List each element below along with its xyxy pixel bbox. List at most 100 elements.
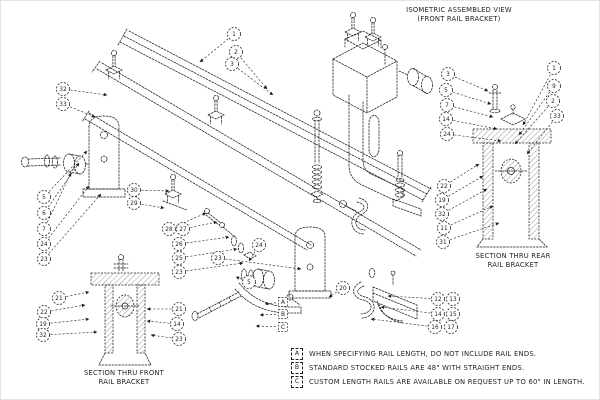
isometric-assembled-view (332, 12, 433, 217)
svg-text:21: 21 (175, 307, 183, 313)
note-b-flag: B (291, 362, 303, 374)
svg-text:2: 2 (234, 50, 238, 56)
svg-text:14: 14 (173, 322, 181, 328)
callout-19: 19 (435, 175, 484, 207)
svg-text:31: 31 (439, 240, 447, 246)
callout-17: 17 (444, 320, 458, 334)
svg-text:19: 19 (438, 198, 446, 204)
svg-text:14: 14 (442, 117, 450, 123)
note-a-text: WHEN SPECIFYING RAIL LENGTH, DO NOT INCL… (309, 350, 537, 358)
rear-bolt-spring (395, 150, 405, 198)
svg-text:32: 32 (59, 87, 67, 93)
svg-text:26: 26 (175, 242, 183, 248)
note-b: B STANDARD STOCKED RAILS ARE 48" WITH ST… (291, 362, 524, 374)
callout-32: 32 (56, 82, 108, 97)
svg-text:33: 33 (553, 114, 561, 120)
front-bracket-plate (82, 115, 126, 198)
svg-text:24: 24 (443, 132, 451, 138)
rail-clamp-mid (207, 95, 225, 125)
callout-30: 30 (127, 183, 170, 197)
callout-24: 24 (440, 127, 502, 143)
svg-text:22: 22 (440, 184, 448, 190)
callout-29: 29 (127, 196, 165, 210)
callout-22: 22 (37, 303, 86, 319)
svg-text:6: 6 (42, 211, 46, 217)
svg-text:25: 25 (175, 256, 183, 262)
callout-14: 14 (439, 112, 498, 131)
rail-clamp-left (105, 50, 123, 80)
note-c-flag: C (291, 376, 303, 388)
callout-1: 1 (522, 61, 561, 126)
svg-text:21: 21 (55, 296, 63, 302)
callout-3: 3 (441, 67, 489, 92)
svg-text:7: 7 (42, 227, 46, 233)
callout-7: 7 (440, 98, 494, 118)
mid-bolt-cluster (204, 208, 257, 260)
svg-text:11: 11 (440, 226, 448, 232)
callout-33: 33 (56, 97, 96, 118)
svg-text:23: 23 (40, 257, 48, 263)
callout-2: 2 (229, 45, 268, 90)
front-section-label-line1: SECTION THRU FRONT (83, 369, 165, 377)
svg-text:7: 7 (445, 103, 449, 109)
svg-text:13: 13 (449, 297, 457, 303)
svg-text:1: 1 (552, 66, 556, 72)
flag-marker-C: C (255, 322, 288, 332)
svg-text:3: 3 (446, 72, 450, 78)
svg-text:32: 32 (438, 212, 446, 218)
exploded-view (21, 28, 432, 324)
rear-section-label-line1: SECTION THRU REAR (475, 252, 551, 260)
callout-19: 19 (36, 317, 90, 331)
svg-text:9: 9 (552, 84, 556, 90)
svg-text:16: 16 (431, 325, 439, 331)
front-section-label: SECTION THRU FRONT RAIL BRACKET (84, 369, 164, 387)
flag-marker-A: A (264, 297, 288, 307)
svg-text:17: 17 (447, 325, 455, 331)
note-b-text: STANDARD STOCKED RAILS ARE 48" WITH STRA… (309, 364, 525, 372)
callout-20: 20 (328, 281, 350, 298)
lower-hook (353, 268, 376, 319)
rear-section-label: SECTION THRU REAR RAIL BRACKET (475, 252, 550, 270)
flag-marker-B: B (259, 309, 288, 319)
svg-text:29: 29 (130, 201, 138, 207)
callout-14: 14 (146, 317, 184, 331)
rear-section-view (472, 84, 552, 248)
callout-5: 5 (235, 275, 256, 289)
callout-14: 14 (380, 305, 445, 321)
isometric-view-title-line2: (FRONT RAIL BRACKET) (417, 15, 501, 23)
callout-24: 24 (248, 238, 266, 262)
svg-text:24: 24 (40, 242, 48, 248)
svg-text:B: B (281, 312, 285, 318)
svg-text:24: 24 (255, 243, 263, 249)
callout-23: 23 (172, 261, 244, 279)
callout-28: 28 (162, 212, 207, 236)
callout-27: 27 (176, 220, 218, 236)
callout-16: 16 (370, 317, 442, 334)
callout-1: 1 (199, 27, 241, 63)
svg-text:1: 1 (232, 32, 236, 38)
callout-13: 13 (446, 292, 460, 306)
svg-text:23: 23 (175, 270, 183, 276)
svg-text:5: 5 (247, 280, 251, 286)
center-bolt-spring (310, 109, 324, 203)
svg-text:15: 15 (449, 312, 457, 318)
callout-5: 5 (439, 83, 492, 105)
isometric-view-title-line1: ISOMETRIC ASSEMBLED VIEW (406, 6, 512, 14)
isometric-view-title: ISOMETRIC ASSEMBLED VIEW (FRONT RAIL BRA… (406, 6, 512, 24)
callout-7: 7 (37, 172, 72, 236)
callout-9: 9 (518, 79, 561, 136)
note-c-text: CUSTOM LENGTH RAILS ARE AVAILABLE ON REQ… (309, 378, 585, 386)
rails (81, 28, 432, 257)
callout-11: 11 (437, 205, 494, 235)
rail-end-curved (234, 282, 302, 315)
svg-text:22: 22 (40, 310, 48, 316)
callout-32: 32 (435, 188, 488, 221)
callout-23: 23 (211, 251, 302, 271)
callout-23: 23 (150, 332, 186, 346)
svg-text:20: 20 (339, 286, 347, 292)
svg-text:19: 19 (39, 322, 47, 328)
callout-21: 21 (52, 290, 90, 305)
